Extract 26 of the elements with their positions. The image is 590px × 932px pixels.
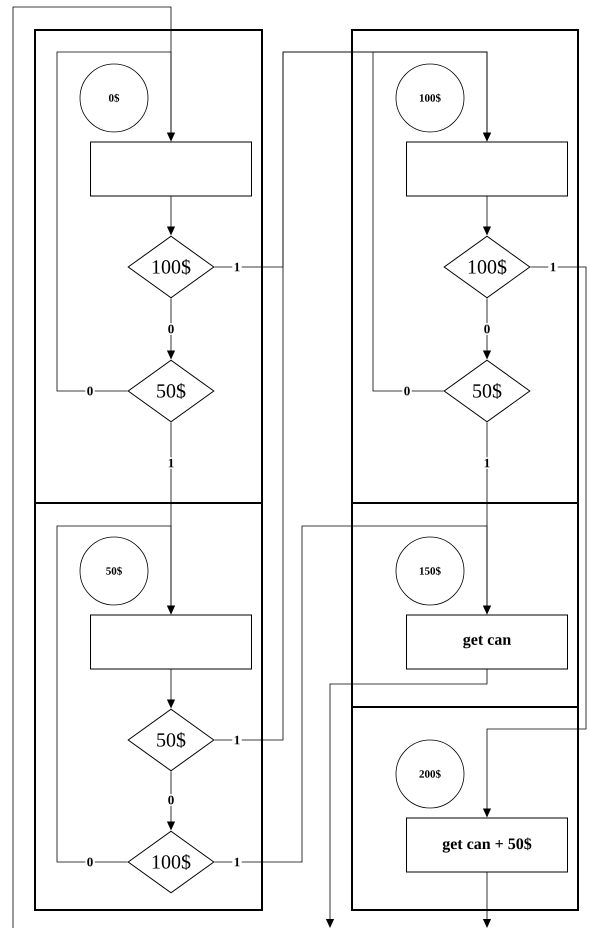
process-box: get can + 50$ xyxy=(406,818,568,872)
process-box: get can xyxy=(406,614,568,670)
edge-label: 0 xyxy=(166,323,176,335)
arrow xyxy=(56,526,176,862)
edge-label: 0 xyxy=(482,323,492,335)
process-box xyxy=(90,142,252,196)
state-box xyxy=(351,502,579,708)
edge-label: 1 xyxy=(232,261,242,273)
arrow xyxy=(372,52,492,392)
edge-label: 0 xyxy=(85,385,95,397)
process-box xyxy=(90,614,252,670)
edge-label: 0 xyxy=(166,794,176,806)
state-box xyxy=(34,29,263,504)
state-box xyxy=(351,29,579,504)
arrow xyxy=(214,526,492,862)
state-box xyxy=(34,502,263,911)
process-box xyxy=(406,142,568,196)
state-box xyxy=(351,706,579,911)
edge-label: 0 xyxy=(85,856,95,868)
arrow xyxy=(12,6,176,928)
edge-label: 1 xyxy=(232,856,242,868)
edge-label: 1 xyxy=(548,261,558,273)
edge-label: 1 xyxy=(232,734,242,746)
edge-label: 1 xyxy=(482,457,492,469)
edge-label: 0 xyxy=(402,385,412,397)
edge-label: 1 xyxy=(166,457,176,469)
